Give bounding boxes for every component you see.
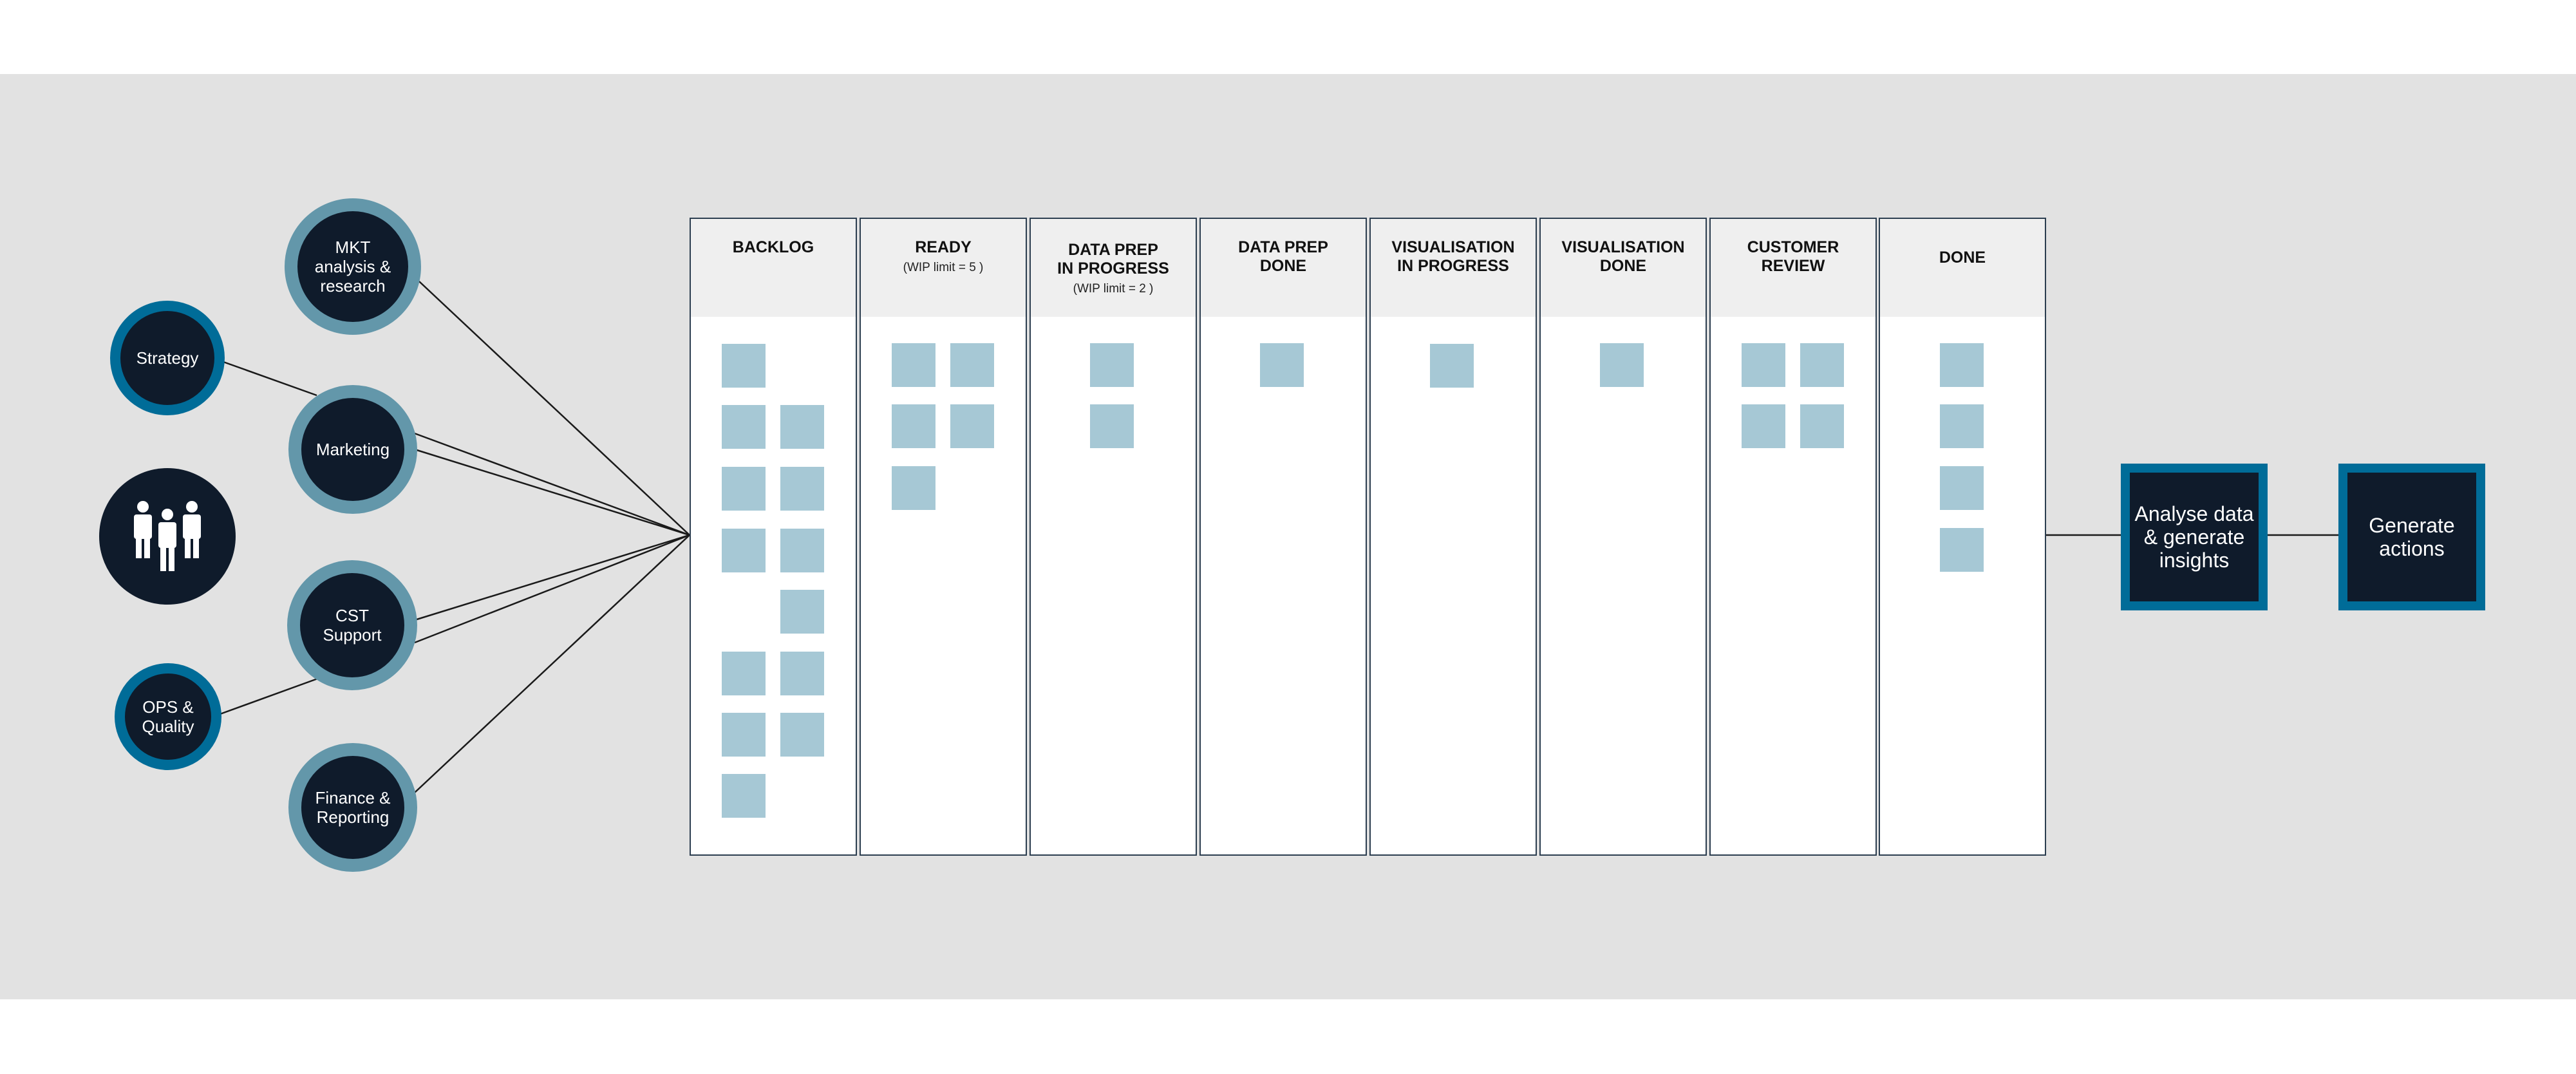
wip-limit: (WIP limit = 2 ) bbox=[1073, 282, 1154, 296]
task-card[interactable] bbox=[892, 404, 935, 448]
column-header: BACKLOG bbox=[691, 219, 856, 317]
stakeholder-label: OPS & Quality bbox=[142, 697, 194, 736]
task-card[interactable] bbox=[1940, 404, 1984, 448]
column-header: DONE bbox=[1880, 219, 2045, 317]
stakeholder-marketing: Marketing bbox=[288, 385, 417, 514]
column-title: DATA PREP IN PROGRESS bbox=[1057, 241, 1169, 278]
column-done: DONE bbox=[1879, 218, 2046, 856]
column-header: DATA PREP IN PROGRESS (WIP limit = 2 ) bbox=[1031, 219, 1196, 317]
connector-finance bbox=[414, 534, 690, 793]
column-header: READY (WIP limit = 5 ) bbox=[861, 219, 1026, 317]
column-data-prep-done: DATA PREP DONE bbox=[1199, 218, 1367, 856]
task-card[interactable] bbox=[1090, 404, 1134, 448]
column-title: VISUALISATION IN PROGRESS bbox=[1391, 238, 1515, 275]
column-title: DATA PREP DONE bbox=[1238, 238, 1328, 275]
task-card[interactable] bbox=[1600, 343, 1644, 387]
column-title: VISUALISATION DONE bbox=[1561, 238, 1685, 275]
task-card[interactable] bbox=[722, 529, 766, 572]
column-header: VISUALISATION DONE bbox=[1541, 219, 1706, 317]
outcome-label: Generate actions bbox=[2369, 514, 2455, 560]
column-title: BACKLOG bbox=[732, 238, 814, 256]
task-card[interactable] bbox=[1090, 343, 1134, 387]
stakeholder-label: Strategy bbox=[136, 348, 199, 368]
task-card[interactable] bbox=[780, 590, 824, 634]
stakeholder-label: MKT analysis & research bbox=[314, 238, 391, 296]
task-card[interactable] bbox=[722, 344, 766, 388]
task-card[interactable] bbox=[1800, 343, 1844, 387]
task-card[interactable] bbox=[722, 713, 766, 757]
stakeholder-cst-support: CST Support bbox=[287, 560, 417, 690]
connector-strategy-marketing bbox=[221, 360, 317, 397]
task-card[interactable] bbox=[950, 404, 994, 448]
task-card[interactable] bbox=[950, 343, 994, 387]
people-group bbox=[99, 468, 236, 605]
task-card[interactable] bbox=[722, 774, 766, 818]
connector-marketing-a bbox=[412, 431, 690, 536]
task-card[interactable] bbox=[722, 467, 766, 511]
connector-cst-a bbox=[414, 534, 690, 621]
outcome-label: Analyse data & generate insights bbox=[2134, 502, 2254, 572]
column-title: CUSTOMER REVIEW bbox=[1747, 238, 1839, 275]
connector-marketing-b bbox=[412, 448, 690, 536]
task-card[interactable] bbox=[892, 343, 935, 387]
connector-cst-b bbox=[414, 534, 690, 644]
stakeholder-finance-reporting: Finance & Reporting bbox=[288, 743, 417, 872]
column-visualisation-in-progress: VISUALISATION IN PROGRESS bbox=[1369, 218, 1537, 856]
task-card[interactable] bbox=[780, 467, 824, 511]
task-card[interactable] bbox=[780, 713, 824, 757]
task-card[interactable] bbox=[1940, 528, 1984, 572]
column-backlog: BACKLOG bbox=[690, 218, 857, 856]
column-ready: READY (WIP limit = 5 ) bbox=[860, 218, 1027, 856]
task-card[interactable] bbox=[1742, 343, 1785, 387]
connector-mkt bbox=[418, 281, 690, 536]
column-data-prep-in-progress: DATA PREP IN PROGRESS (WIP limit = 2 ) bbox=[1029, 218, 1197, 856]
task-card[interactable] bbox=[780, 652, 824, 695]
task-card[interactable] bbox=[722, 652, 766, 695]
column-visualisation-done: VISUALISATION DONE bbox=[1539, 218, 1707, 856]
task-card[interactable] bbox=[1430, 344, 1474, 388]
stakeholder-strategy: Strategy bbox=[110, 301, 225, 415]
wip-limit: (WIP limit = 5 ) bbox=[903, 261, 984, 274]
column-header: VISUALISATION IN PROGRESS bbox=[1371, 219, 1536, 317]
task-card[interactable] bbox=[892, 466, 935, 510]
task-card[interactable] bbox=[780, 405, 824, 449]
task-card[interactable] bbox=[780, 529, 824, 572]
column-customer-review: CUSTOMER REVIEW bbox=[1709, 218, 1877, 856]
outcome-generate-actions: Generate actions bbox=[2338, 464, 2485, 610]
task-card[interactable] bbox=[1260, 343, 1304, 387]
outcome-analyse-insights: Analyse data & generate insights bbox=[2121, 464, 2268, 610]
stakeholder-mkt-research: MKT analysis & research bbox=[285, 198, 421, 335]
task-card[interactable] bbox=[1940, 343, 1984, 387]
task-card[interactable] bbox=[1800, 404, 1844, 448]
task-card[interactable] bbox=[1940, 466, 1984, 510]
task-card[interactable] bbox=[1742, 404, 1785, 448]
stakeholder-label: Marketing bbox=[315, 440, 390, 459]
column-header: CUSTOMER REVIEW bbox=[1711, 219, 1876, 317]
stakeholder-label: Finance & Reporting bbox=[315, 788, 391, 827]
stakeholder-ops-quality: OPS & Quality bbox=[115, 663, 221, 770]
stakeholder-label: CST Support bbox=[323, 606, 382, 645]
connector-ops-cst bbox=[218, 677, 320, 716]
column-title: DONE bbox=[1939, 249, 1986, 267]
people-group-icon bbox=[134, 501, 201, 571]
task-card[interactable] bbox=[722, 405, 766, 449]
column-title: READY bbox=[915, 238, 972, 256]
column-header: DATA PREP DONE bbox=[1201, 219, 1366, 317]
